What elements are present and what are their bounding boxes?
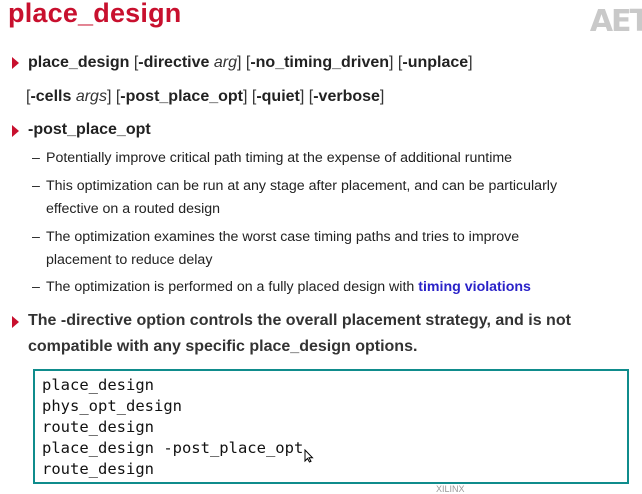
- syntax-unplace: -unplace: [402, 54, 469, 71]
- sub-item-text: Potentially improve critical path timing…: [46, 150, 513, 166]
- code-line: phys_opt_design: [42, 397, 182, 415]
- syntax-verbose: -verbose: [313, 88, 380, 105]
- code-box: place_design phys_opt_design route_desig…: [33, 369, 629, 484]
- syntax-arg: arg: [213, 54, 237, 71]
- sub-item-1: –Potentially improve critical path timin…: [32, 150, 512, 166]
- syntax-cmd: place_design: [28, 54, 130, 71]
- directive-note-line-1: The -directive option controls the overa…: [28, 312, 571, 329]
- dash-icon: –: [32, 279, 40, 295]
- timing-violations-highlight: timing violations: [418, 279, 531, 295]
- syntax-bracket: ] [: [389, 54, 403, 71]
- sub-item-2-cont: effective on a routed design: [46, 201, 221, 217]
- syntax-directive: -directive: [138, 54, 210, 71]
- code-line: route_design: [42, 460, 154, 478]
- syntax-args: args: [75, 88, 107, 105]
- syntax-no-timing: -no_timing_driven: [250, 54, 390, 71]
- footer-logo: XILINX: [436, 484, 465, 494]
- code-line: place_design -post_place_opt: [42, 439, 304, 457]
- bullet-arrow-icon: [12, 125, 19, 137]
- post-place-opt-heading: -post_place_opt: [28, 121, 151, 138]
- syntax-bracket: ]: [468, 54, 473, 71]
- aet-logo: AET: [589, 4, 642, 39]
- syntax-bracket: [: [129, 54, 139, 71]
- dash-icon: –: [32, 178, 40, 194]
- syntax-bracket: [: [26, 88, 31, 105]
- directive-note-line-2: compatible with any specific place_desig…: [28, 338, 418, 355]
- mouse-pointer-icon: [304, 449, 314, 463]
- dash-icon: –: [32, 150, 40, 166]
- syntax-line-1: place_design [-directive arg] [-no_timin…: [28, 54, 473, 72]
- syntax-quiet: -quiet: [256, 88, 300, 105]
- syntax-cells: -cells: [30, 88, 72, 105]
- syntax-bracket: ] [: [299, 88, 314, 105]
- syntax-bracket: ] [: [106, 88, 121, 105]
- sub-item-2: –This optimization can be run at any sta…: [32, 178, 557, 194]
- sub-item-4: –The optimization is performed on a full…: [32, 279, 531, 295]
- bullet-arrow-icon: [12, 316, 19, 328]
- syntax-post-place-opt: -post_place_opt: [120, 88, 243, 105]
- syntax-line-2: [-cells args] [-post_place_opt] [-quiet]…: [26, 88, 384, 106]
- dash-icon: –: [32, 229, 40, 245]
- sub-item-text: The optimization is performed on a fully…: [46, 279, 419, 295]
- sub-item-3-cont: placement to reduce delay: [46, 252, 213, 268]
- slide-title: place_design: [8, 0, 182, 28]
- syntax-bracket: ] [: [242, 88, 257, 105]
- code-line: route_design: [42, 418, 154, 436]
- sub-item-3: –The optimization examines the worst cas…: [32, 229, 519, 245]
- syntax-bracket: ] [: [236, 54, 251, 71]
- syntax-bracket: ]: [379, 88, 385, 105]
- code-line: place_design: [42, 376, 154, 394]
- bullet-arrow-icon: [12, 57, 19, 69]
- sub-item-text: The optimization examines the worst case…: [46, 229, 520, 245]
- sub-item-text: This optimization can be run at any stag…: [46, 178, 558, 194]
